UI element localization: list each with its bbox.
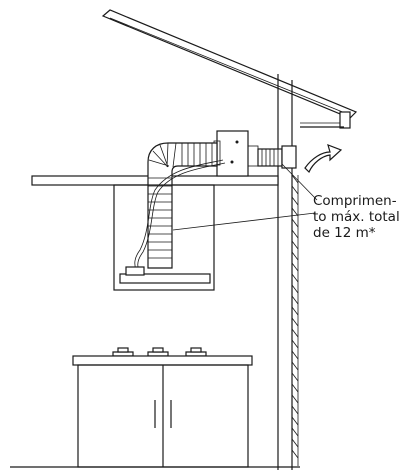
power-cable [134,159,226,271]
roof [101,9,358,129]
upper-cabinet [113,184,215,291]
callout-line-2: to máx. total [313,209,400,225]
airflow-arrow [304,144,343,174]
callout-line-3: de 12 m* [313,225,376,241]
flexible-duct-main [147,142,218,269]
cooktop [112,347,207,357]
callout-line-1: Comprimen- [313,193,397,209]
flexible-duct-outlet [257,145,297,169]
lower-cabinet [72,355,253,468]
ventilation-fan-box [213,130,259,177]
exterior-wall [277,74,299,470]
duct-length-callout: Comprimen- to máx. total de 12 m* [313,193,413,241]
callout-leader [172,163,318,231]
